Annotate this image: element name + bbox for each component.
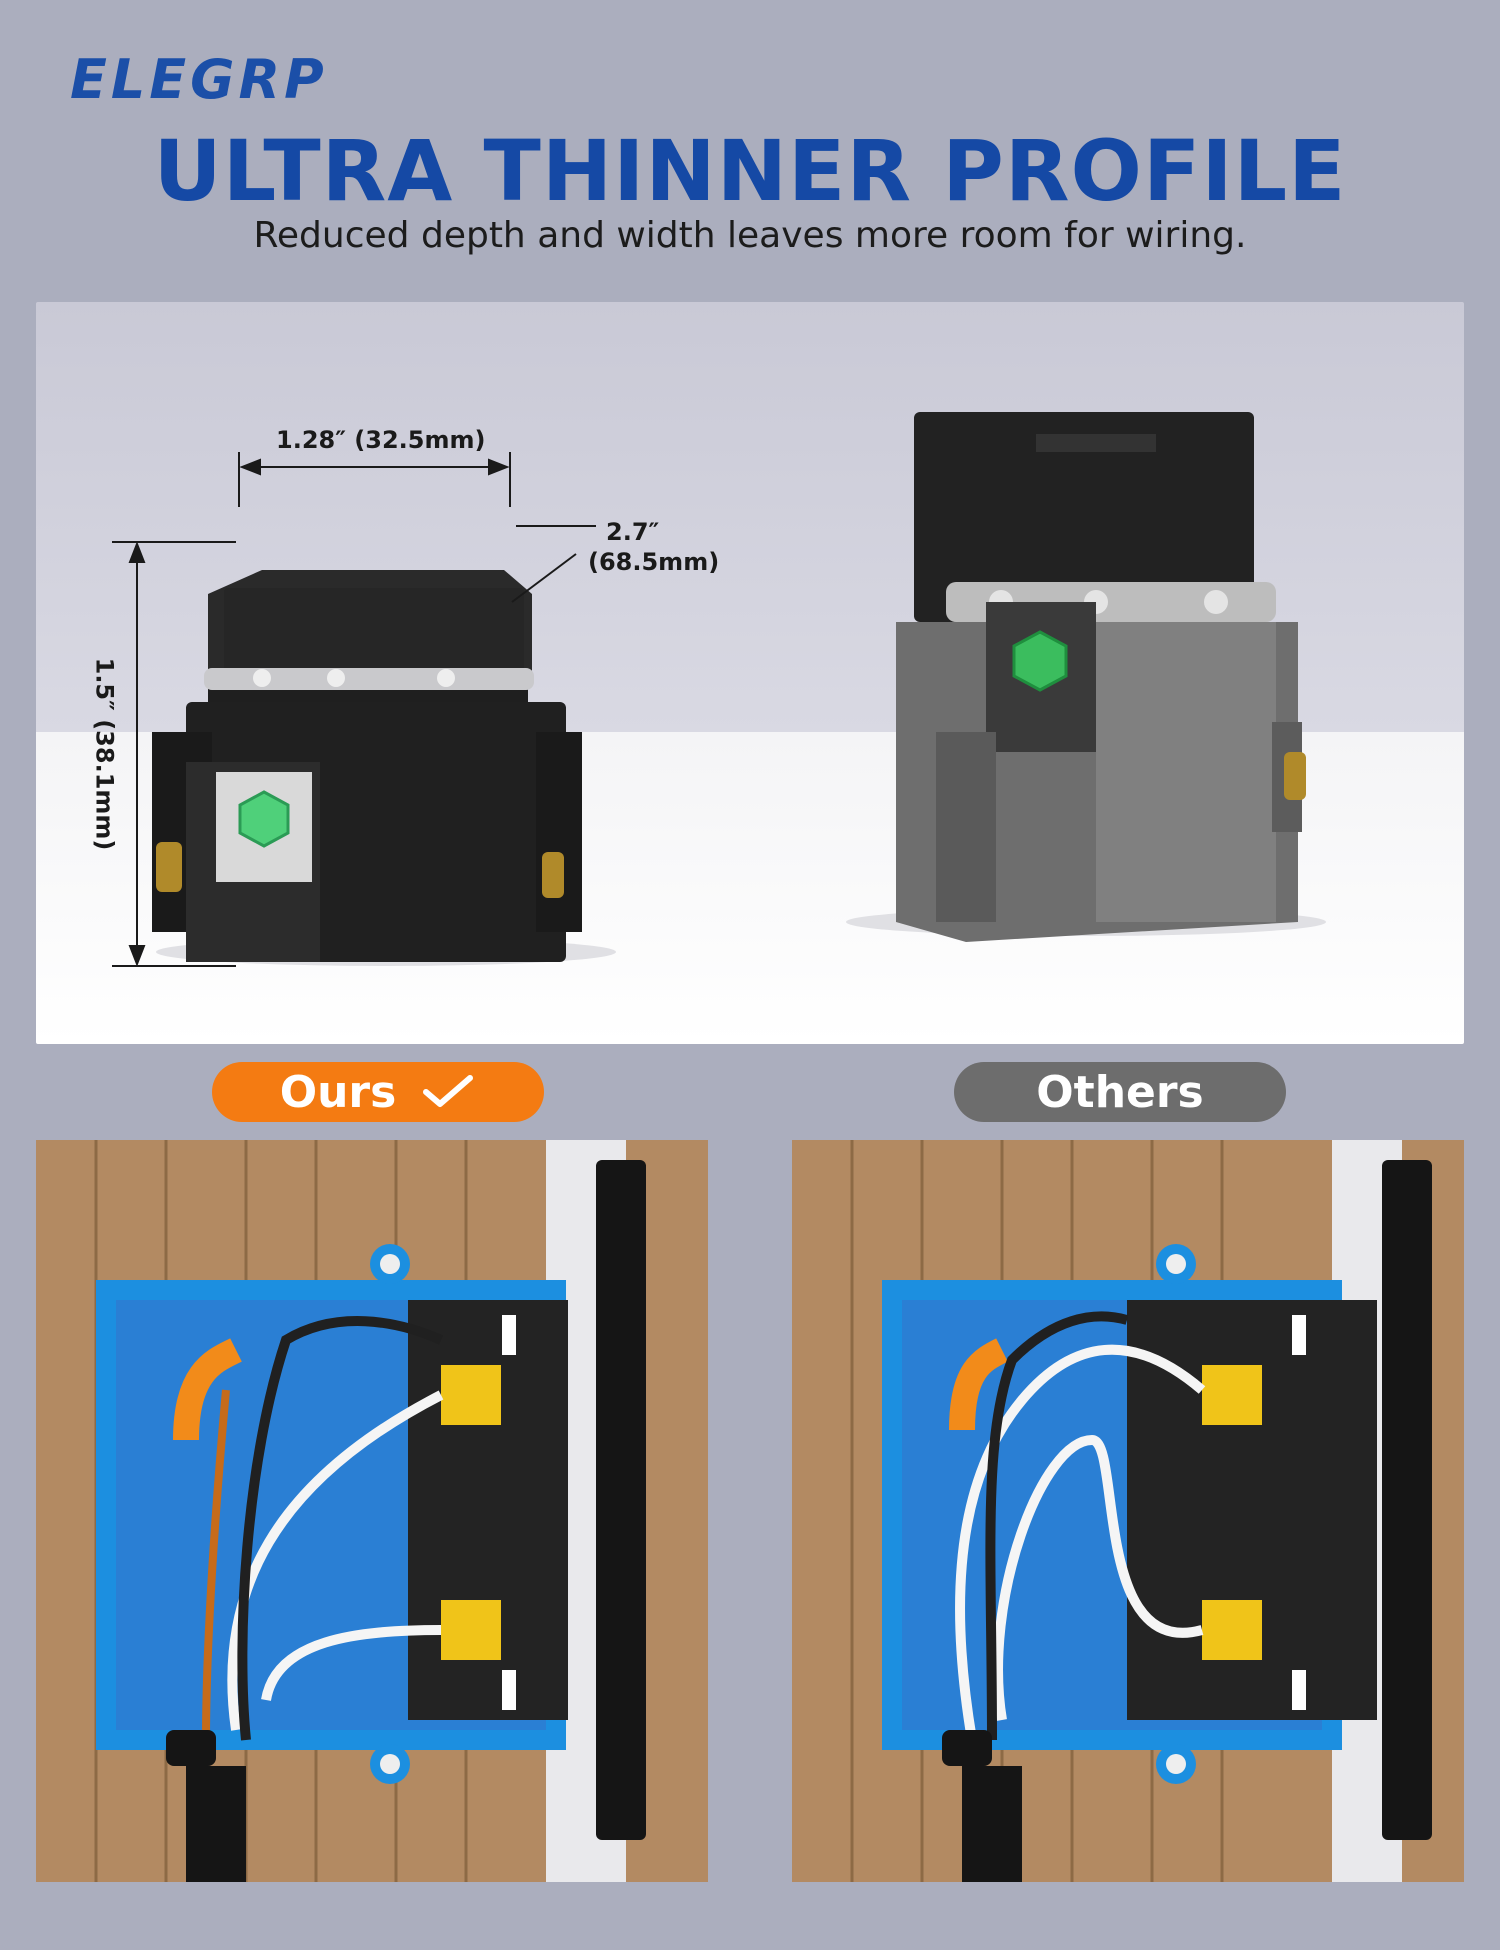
depth-dimension-mm-label: (68.5mm) <box>588 548 720 576</box>
others-label-badge: Others <box>954 1062 1286 1122</box>
depth-dimension-inch-label: 2.7″ <box>606 518 660 546</box>
others-label: Others <box>1036 1066 1204 1118</box>
ours-wiring-illustration <box>36 1140 708 1882</box>
ours-label: Ours <box>279 1066 397 1118</box>
others-wiring-box-image <box>792 1140 1464 1882</box>
product-comparison-illustration <box>36 302 1464 1044</box>
height-dimension-label: 1.5″ (38.1mm) <box>90 657 119 851</box>
checkmark-icon <box>423 1075 474 1107</box>
width-dimension-label: 1.28″ (32.5mm) <box>276 426 486 454</box>
brand-logo: ELEGRP <box>70 48 328 111</box>
page-subtitle: Reduced depth and width leaves more room… <box>253 215 1247 256</box>
page-title: ULTRA THINNER PROFILE <box>153 122 1347 220</box>
ours-wiring-box-image <box>36 1140 708 1882</box>
product-comparison-photo: 1.28″ (32.5mm) 2.7″ (68.5mm) 1.5″ (38.1m… <box>36 302 1464 1044</box>
dimension-lines <box>112 452 596 967</box>
others-receptacle-image <box>846 412 1326 942</box>
ours-label-badge: Ours <box>212 1062 544 1122</box>
others-wiring-illustration <box>792 1140 1464 1882</box>
ours-receptacle-image <box>152 570 616 966</box>
